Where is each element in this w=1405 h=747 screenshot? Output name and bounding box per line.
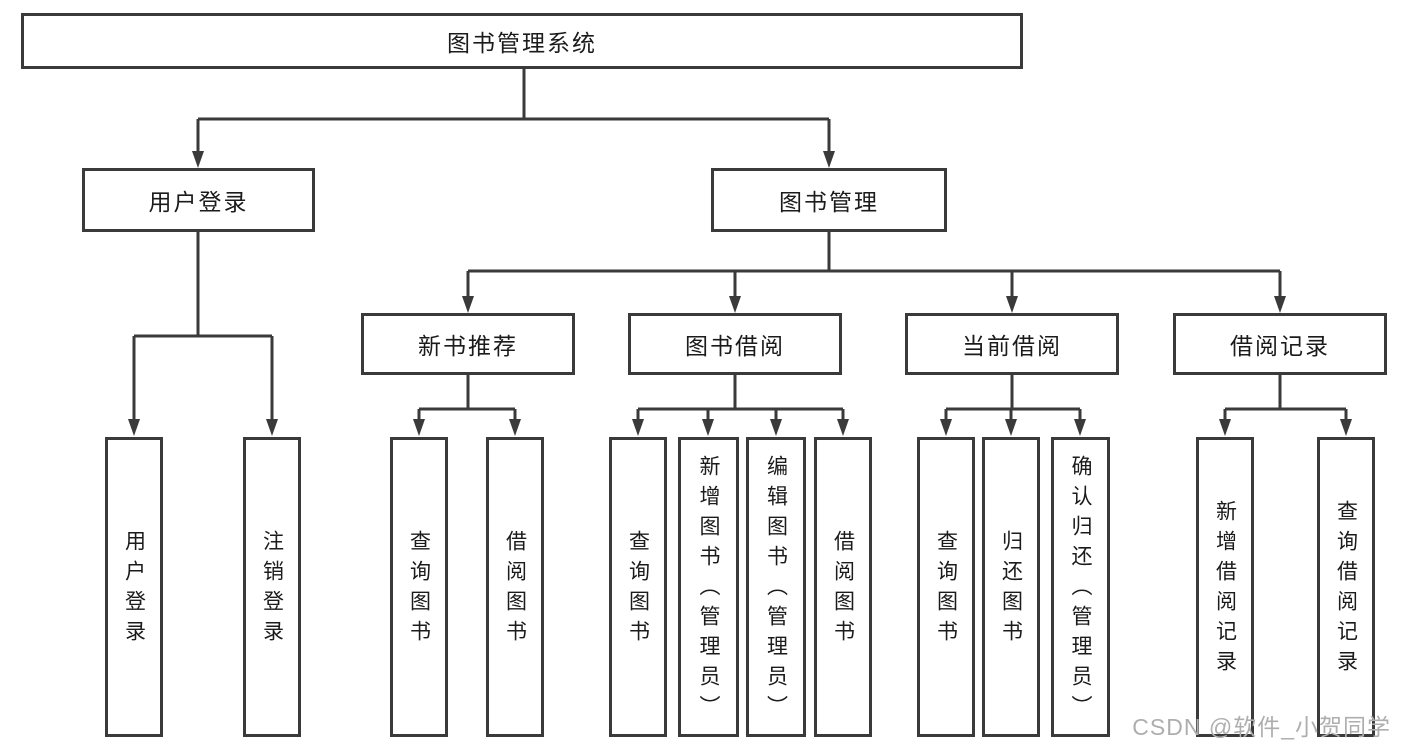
leaf-add-books-admin: 新增图书（管理员） — [678, 437, 739, 737]
node-current-borrow: 当前借阅 — [905, 313, 1119, 375]
connector-arrowheads — [128, 151, 1352, 436]
leaf-confirm-return-admin: 确认归还（管理员） — [1051, 437, 1110, 737]
leaf-edit-books-admin: 编辑图书（管理员） — [746, 437, 806, 737]
leaf-query-books-current: 查询图书 — [917, 437, 975, 737]
leaf-user-login: 用户登录 — [105, 437, 163, 737]
node-user-login: 用户登录 — [82, 168, 315, 232]
csdn-watermark: CSDN @软件_小贺同学 — [1132, 714, 1391, 740]
leaf-add-borrow-record: 新增借阅记录 — [1196, 437, 1254, 737]
leaf-borrow-books-recommend: 借阅图书 — [486, 437, 544, 737]
node-borrow-records: 借阅记录 — [1173, 313, 1387, 375]
node-book-borrow: 图书借阅 — [628, 313, 842, 375]
node-root-system: 图书管理系统 — [21, 13, 1023, 69]
leaf-borrow-books: 借阅图书 — [814, 437, 872, 737]
leaf-query-borrow-record: 查询借阅记录 — [1317, 437, 1375, 737]
node-new-book-recommend: 新书推荐 — [361, 313, 575, 375]
leaf-logout: 注销登录 — [243, 437, 301, 737]
node-book-management: 图书管理 — [711, 168, 947, 232]
leaf-query-books-recommend: 查询图书 — [390, 437, 448, 737]
leaf-return-books: 归还图书 — [982, 437, 1040, 737]
leaf-query-books-borrow: 查询图书 — [609, 437, 667, 737]
